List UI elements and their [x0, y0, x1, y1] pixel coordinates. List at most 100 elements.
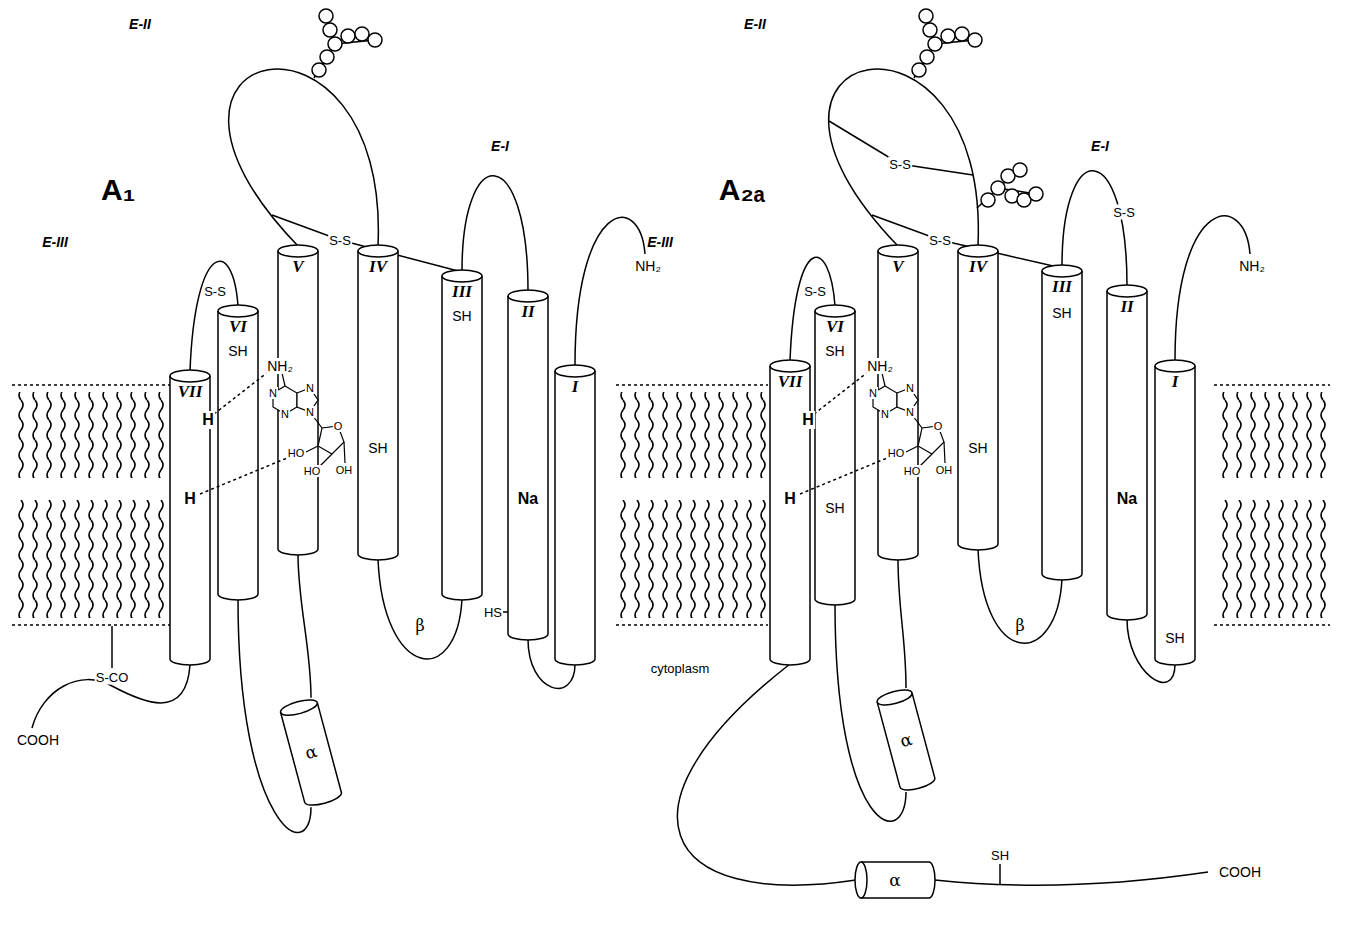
loop-connector [898, 559, 906, 688]
cysteine-label: SH [990, 848, 1010, 863]
compartment-label: cytoplasm [650, 661, 711, 676]
hydrogen-bond [200, 372, 887, 494]
disulfide-label: S-S [1112, 205, 1136, 220]
cylinder-outline [1155, 360, 1195, 665]
residue-label: H [784, 490, 796, 508]
helix-number: VI [826, 317, 844, 337]
loop-connector [298, 554, 311, 698]
residue-label: Na [1117, 490, 1137, 508]
loop-name: E-II [743, 16, 767, 32]
residue-label: SH [1052, 305, 1071, 321]
helix-cylinder: III SH [1042, 265, 1082, 580]
helix-cylinder: IV SH [358, 245, 398, 560]
cylinder-outline [1107, 285, 1147, 620]
helix-number: III [1052, 277, 1072, 297]
ligand-atom: HO [887, 447, 906, 459]
ligand-atom: HO [903, 465, 922, 477]
helix-cylinder: III SH [442, 270, 482, 600]
helix-cylinder: VI SH SH [815, 305, 855, 605]
histidine-label: H [801, 411, 815, 429]
ligand-atom: NH₂ [866, 358, 894, 374]
helix-number: V [292, 257, 303, 277]
helix-number: IV [369, 257, 387, 277]
loop-name: β [1014, 616, 1025, 635]
receptor-name: A₂ₐ [718, 173, 766, 207]
ligand-atom: OH [335, 464, 354, 476]
ligand-atom: HO [287, 447, 306, 459]
ligand-atom: N [905, 406, 915, 418]
cylinder-outline [770, 360, 810, 665]
terminus-label: NH₂ [1238, 258, 1266, 274]
loop-name: E-III [646, 234, 674, 250]
terminus-label: COOH [1218, 864, 1262, 880]
helix-number: II [521, 302, 534, 322]
cylinder-outline [555, 365, 595, 665]
loop-name: E-I [490, 138, 510, 154]
helix-cylinder: α [855, 862, 935, 898]
helix-number: V [892, 257, 903, 277]
residue-label: SH [452, 308, 471, 324]
histidine-label: H [201, 411, 215, 429]
ligand-atom: N [305, 382, 315, 394]
glycan-tree [312, 9, 1043, 208]
helix-cylinder: I [555, 365, 595, 665]
palmitoyl-label: S-CO [95, 670, 130, 685]
chain-segments [32, 121, 1250, 885]
receptor-name: A₁ [100, 173, 136, 207]
terminus-label: COOH [16, 732, 60, 748]
disulfide-label: S-S [928, 233, 952, 248]
ligand-atom: N [280, 408, 290, 420]
residue-label: SH [968, 440, 987, 456]
ligand-atom: O [933, 420, 944, 432]
ligand-atom: HO [303, 465, 322, 477]
helix-number: VII [178, 382, 203, 402]
loop-name: E-II [128, 16, 152, 32]
residue-label: SH [825, 500, 844, 516]
helix-cylinder: II Na [508, 290, 548, 640]
disulfide-label: S-S [803, 284, 827, 299]
ligand-atom: N [268, 387, 278, 399]
helix-number: α [889, 870, 900, 890]
disulfide-label: S-S [888, 157, 912, 172]
ligand-atom: N [880, 408, 890, 420]
ligand-atom: OH [935, 464, 954, 476]
cysteine-label: HS [483, 605, 503, 620]
helix-number: III [452, 282, 472, 302]
residue-label: Na [518, 490, 538, 508]
residue-label: SH [825, 343, 844, 359]
cylinder-outline [958, 245, 998, 550]
residue-label: SH [368, 440, 387, 456]
ligand-atom: N [868, 387, 878, 399]
helix-number: II [1120, 297, 1133, 317]
helix-number: I [572, 377, 579, 397]
ligand-atom: N [305, 406, 315, 418]
helix-cylinder: II Na [1107, 285, 1147, 620]
cylinder-outline [358, 245, 398, 560]
loop-connector [829, 69, 979, 246]
helix-cylinder: α [279, 697, 343, 808]
loop-name: E-III [41, 234, 69, 250]
helix-cylinder: VII H [770, 360, 810, 665]
helix-cylinder: α [876, 687, 937, 793]
disulfide-label: S-S [328, 233, 352, 248]
helix-number: VI [229, 317, 247, 337]
loop-connector [677, 664, 856, 885]
loop-name: β [414, 616, 425, 635]
loop-name: E-I [1090, 138, 1110, 154]
helix-number: IV [969, 257, 987, 277]
helix-number: I [1172, 372, 1179, 392]
cylinder-outline [508, 290, 548, 640]
helix-number: VII [778, 372, 803, 392]
helix-cylinder: IV SH [958, 245, 998, 550]
ligand-atom: NH₂ [266, 358, 294, 374]
residue-label: SH [228, 343, 247, 359]
ligand-atom: O [333, 420, 344, 432]
residue-label: H [184, 490, 196, 508]
helix-cylinder: ISH [1155, 360, 1195, 665]
terminus-label: NH₂ [634, 258, 662, 274]
helix-cylinder: VI SH [218, 305, 258, 600]
disulfide-label: S-S [203, 284, 227, 299]
ligand-atom: N [905, 382, 915, 394]
